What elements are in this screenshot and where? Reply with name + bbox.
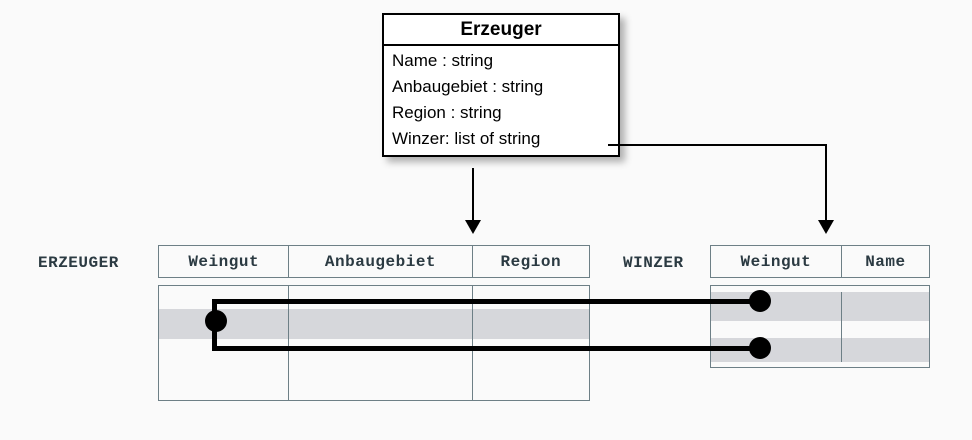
table-cell-weingut xyxy=(711,292,841,321)
table-cell-anbaugebiet xyxy=(288,286,472,309)
column-header-weingut: Weingut xyxy=(740,252,812,271)
uml-attribute-region: Region : string xyxy=(392,103,502,122)
table-row xyxy=(159,286,589,309)
table-cell-weingut xyxy=(159,339,288,369)
table-row xyxy=(159,339,589,369)
table-cell-weingut xyxy=(159,369,288,400)
table-body-winzer xyxy=(710,285,930,368)
column-header-region: Region xyxy=(471,246,589,277)
table-cell-region xyxy=(472,309,589,339)
column-header-name: Name xyxy=(840,246,929,277)
uml-class-erzeuger: Erzeuger Name : string Anbaugebiet : str… xyxy=(382,13,620,157)
mapping-line-winzer-vertical xyxy=(825,144,827,221)
table-cell-anbaugebiet xyxy=(288,309,472,339)
uml-attribute-list: Name : string Anbaugebiet : string Regio… xyxy=(384,46,618,155)
link-line-lower xyxy=(212,346,760,351)
arrow-down-icon-winzer xyxy=(818,220,834,234)
table-cell-name xyxy=(841,292,929,321)
table-cell-name xyxy=(841,321,929,338)
table-cell-region xyxy=(472,339,589,369)
table-cell-weingut xyxy=(159,286,288,309)
table-row xyxy=(711,321,929,338)
uml-attribute-name: Name : string xyxy=(392,51,494,70)
uml-attribute-winzer: Winzer: list of string xyxy=(392,129,541,148)
table-cell-name xyxy=(841,338,929,362)
junction-dot-icon-erzeuger xyxy=(205,310,227,332)
table-row xyxy=(711,292,929,321)
junction-dot-icon-winzer-row3 xyxy=(749,337,771,359)
junction-dot-icon-winzer-row1 xyxy=(749,290,771,312)
mapping-line-winzer-horizontal xyxy=(608,144,827,146)
table-label-winzer: WINZER xyxy=(623,254,684,272)
table-row xyxy=(159,309,589,339)
uml-class-title: Erzeuger xyxy=(384,15,618,46)
column-header-anbaugebiet: Anbaugebiet xyxy=(288,246,471,277)
arrow-down-icon-erzeuger xyxy=(465,220,481,234)
column-header-weingut: Weingut xyxy=(188,252,260,271)
table-header-winzer: Weingut Name xyxy=(710,245,930,278)
uml-attribute-anbaugebiet: Anbaugebiet : string xyxy=(392,77,544,96)
table-row xyxy=(159,369,589,400)
table-cell-region xyxy=(472,286,589,309)
table-cell-region xyxy=(472,369,589,400)
table-cell-weingut xyxy=(711,321,841,338)
table-header-erzeuger: Weingut Anbaugebiet Region xyxy=(158,245,590,278)
table-label-erzeuger: ERZEUGER xyxy=(38,254,119,272)
mapping-line-erzeuger xyxy=(472,168,474,221)
table-cell-anbaugebiet xyxy=(288,339,472,369)
link-line-upper xyxy=(212,299,760,304)
table-cell-anbaugebiet xyxy=(288,369,472,400)
